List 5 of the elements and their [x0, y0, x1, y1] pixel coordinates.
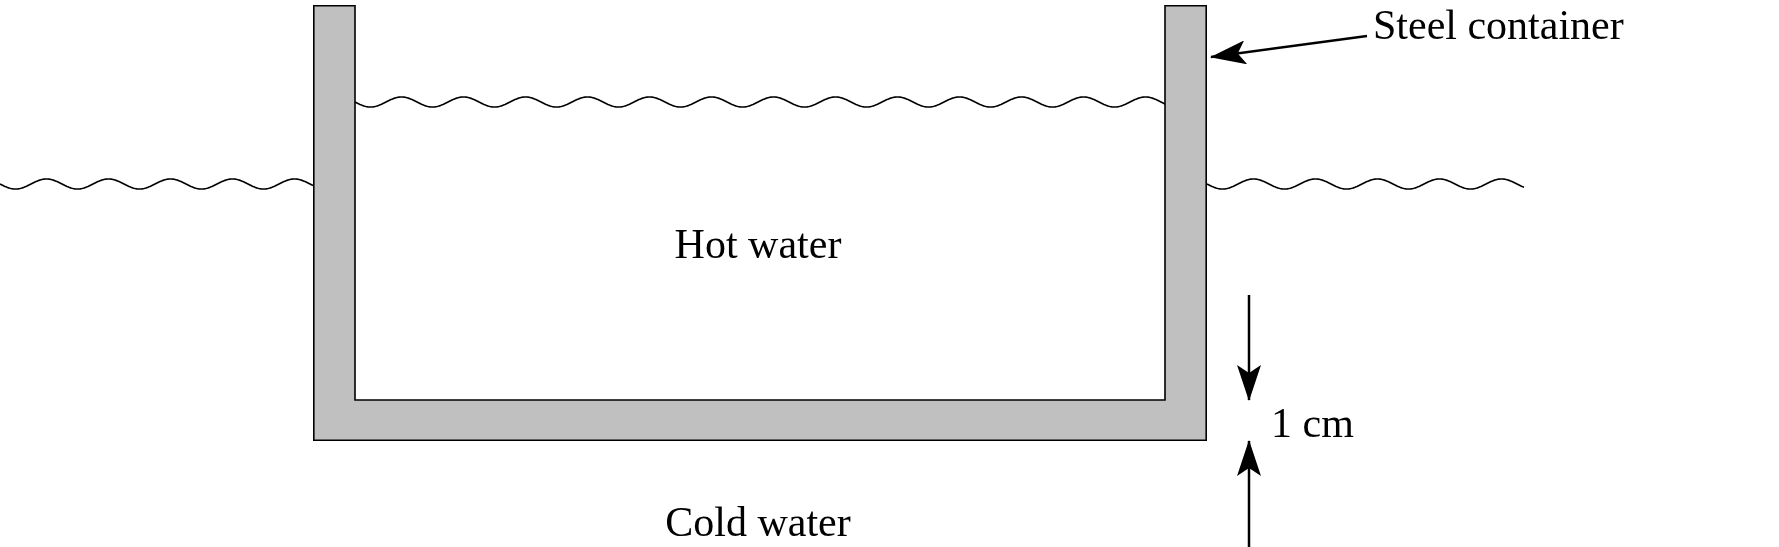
part-label: Steel container	[1373, 4, 1624, 46]
region-label: Hot water	[674, 223, 842, 265]
dimension-label: 1 cm	[1271, 402, 1354, 444]
region-label: Cold water	[665, 501, 851, 543]
leader-line	[1210, 34, 1368, 65]
